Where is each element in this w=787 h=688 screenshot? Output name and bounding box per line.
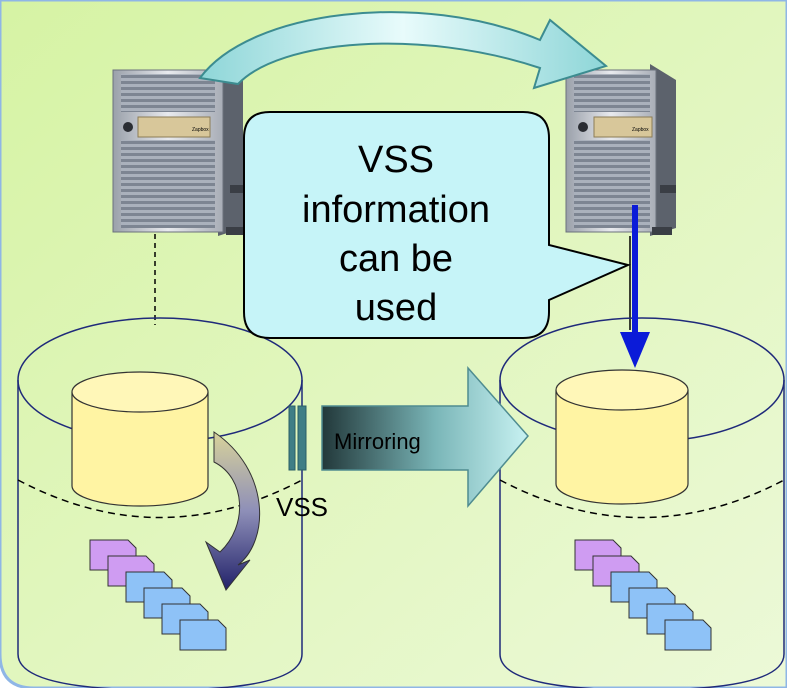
- vss-curved-arrow: [204, 431, 261, 591]
- server-switch-arrow: [198, 11, 609, 90]
- vss-label: VSS: [276, 492, 328, 522]
- blue-down-arrow: [620, 205, 650, 368]
- left-file-stack: [89, 539, 227, 651]
- left-server-brand: Zapbox: [192, 127, 209, 133]
- left-database: [71, 371, 209, 507]
- left-server: Zapbox: [112, 64, 246, 236]
- right-file-stack: [574, 539, 712, 651]
- mirroring-label: Mirroring: [334, 429, 421, 454]
- right-database: [555, 369, 689, 505]
- callout-bubble: [243, 111, 632, 339]
- callout-line-2: information: [302, 189, 490, 231]
- callout-line-1: VSS: [358, 139, 434, 181]
- callout-line-3: can be: [339, 238, 453, 280]
- mirroring-arrow: [288, 366, 529, 509]
- callout-line-4: used: [355, 287, 437, 329]
- right-server-brand: Zapbox: [632, 127, 649, 133]
- right-server: Zapbox: [565, 64, 676, 236]
